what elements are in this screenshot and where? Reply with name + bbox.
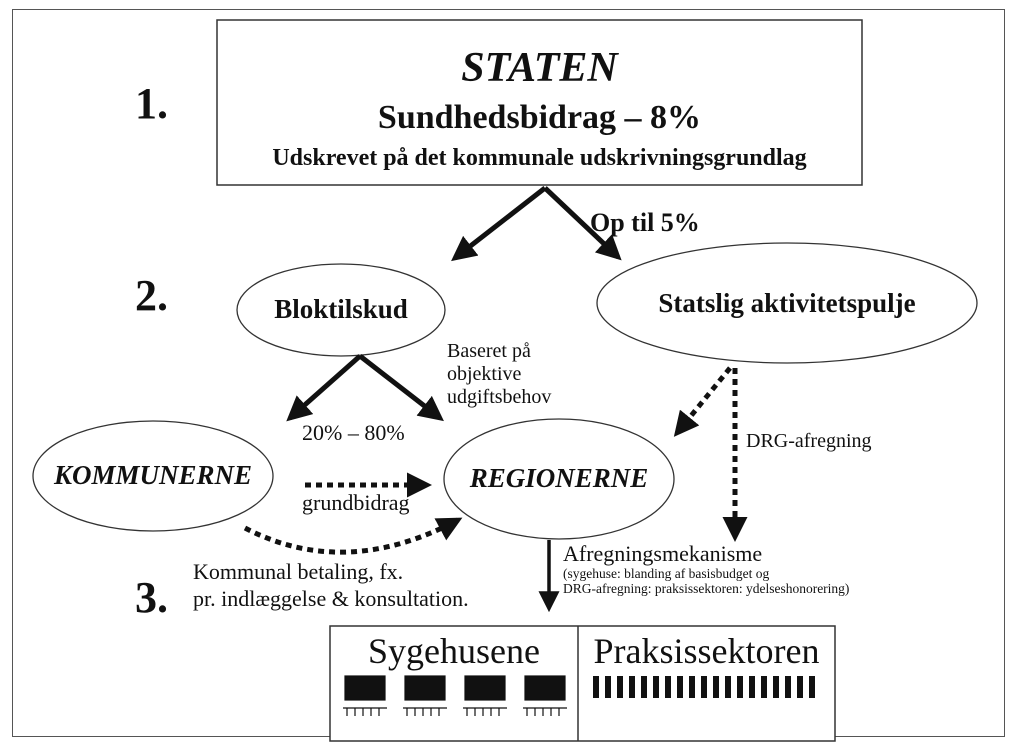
praksis-bars xyxy=(593,676,815,698)
bloktilskud-label: Bloktilskud xyxy=(274,294,408,324)
grundbidrag-label: grundbidrag xyxy=(302,490,410,515)
aktivitetspulje-label: Statslig aktivitetspulje xyxy=(658,288,916,318)
kommunal-betaling-line-1: Kommunal betaling, fx. xyxy=(193,559,404,584)
staten-sundhedsbidrag: Sundhedsbidrag – 8% xyxy=(377,99,702,136)
drg-label: DRG-afregning xyxy=(746,430,872,452)
arrow-staten-aktivitetspulje xyxy=(543,186,622,261)
afregning-line-2: DRG-afregning: praksissektoren: ydelsesh… xyxy=(563,581,850,596)
sygehusene-label: Sygehusene xyxy=(368,631,540,671)
aktivitetspulje-ellipse xyxy=(596,242,978,364)
dashed-pulje-regionerne xyxy=(673,366,732,437)
baseret-line-3: udgiftsbehov xyxy=(447,386,552,408)
baseret-line-2: objektive xyxy=(447,363,522,385)
kommunerne-label: KOMMUNERNE xyxy=(53,460,253,490)
arrow-staten-bloktilskud xyxy=(451,186,547,262)
kommunal-betaling-line-2: pr. indlæggelse & konsultation. xyxy=(193,586,469,611)
baseret-line-1: Baseret på xyxy=(447,340,531,362)
arrow-bloktilskud-regionerne xyxy=(358,354,444,422)
praksissektoren-label: Praksissektoren xyxy=(593,631,820,671)
bloktilskud-ellipse xyxy=(236,263,446,357)
afregning-line-1: (sygehuse: blanding af basisbudget og xyxy=(563,566,770,581)
kommunerne-ellipse xyxy=(32,420,274,532)
kommunal-betaling-note: Kommunal betaling, fx. pr. indlæggelse &… xyxy=(193,558,469,612)
sygehuse-icons xyxy=(343,675,567,716)
afregning-note: Afregningsmekanisme (sygehuse: blanding … xyxy=(563,541,850,597)
step-3-label: 3. xyxy=(135,573,168,622)
staten-box xyxy=(216,19,863,186)
arrow-bloktilskud-kommunerne xyxy=(286,354,362,422)
baseret-note: Baseret på objektive udgiftsbehov xyxy=(447,340,551,409)
split-label: 20% – 80% xyxy=(302,420,405,445)
staten-title: STATEN xyxy=(461,45,618,91)
regionerne-label: REGIONERNE xyxy=(469,463,649,493)
step-1-label: 1. xyxy=(135,79,168,128)
staten-udskrevet: Udskrevet på det kommunale udskrivningsg… xyxy=(272,145,807,171)
dashed-kommunal-betaling xyxy=(243,517,463,555)
afregning-title: Afregningsmekanisme xyxy=(563,541,763,566)
step-2-label: 2. xyxy=(135,271,168,320)
regionerne-ellipse xyxy=(443,418,675,540)
op-til-label: Op til 5% xyxy=(590,208,700,237)
